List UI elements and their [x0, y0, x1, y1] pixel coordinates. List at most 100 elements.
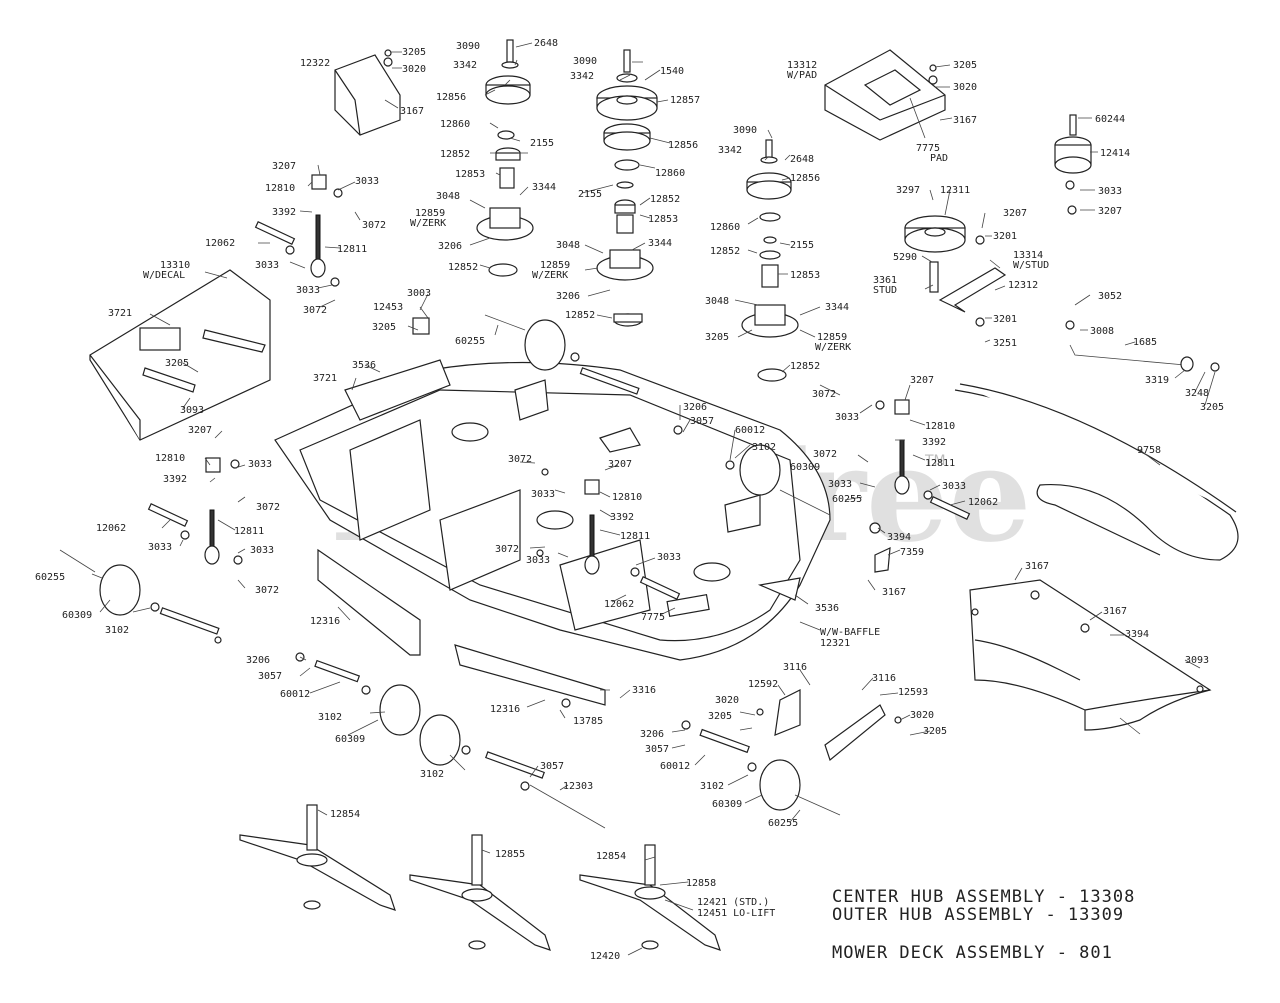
label-60309c: 60309: [335, 734, 365, 745]
label-3102d: 3102: [420, 769, 444, 780]
label-60255: 60255: [455, 336, 485, 347]
label-3207e: 3207: [608, 459, 632, 470]
label-w-zerk-c: W/ZERK: [815, 342, 851, 353]
label-12811: 12811: [337, 244, 367, 255]
label-3057d: 3057: [645, 744, 669, 755]
label-3201: 3201: [993, 231, 1017, 242]
label-12858: 12858: [686, 878, 716, 889]
label-12860: 12860: [440, 119, 470, 130]
label-5290: 5290: [893, 252, 917, 263]
bolts: [59, 221, 971, 829]
label-3167: 3167: [400, 106, 424, 117]
label-7359: 7359: [900, 547, 924, 558]
label-3072d: 3072: [813, 449, 837, 460]
label-w-w-baffle: 12321: [820, 638, 850, 649]
label-3392d: 3392: [163, 474, 187, 485]
label-3205d: 3205: [1200, 402, 1224, 413]
label-3048c: 3048: [705, 296, 729, 307]
label-3057b: 3057: [258, 671, 282, 682]
label-12852d: 12852: [565, 310, 595, 321]
label-12852e: 12852: [710, 246, 740, 257]
label-3205c: 3205: [953, 60, 977, 71]
label-13314: 13314: [1013, 250, 1043, 261]
label-3102c: 3102: [318, 712, 342, 723]
label-12860c: 12860: [710, 222, 740, 233]
right-hub-stack: [741, 139, 799, 382]
label-12062: 12062: [205, 238, 235, 249]
label-60244: 60244: [1095, 114, 1125, 125]
label-3033g: 3033: [942, 481, 966, 492]
label-3072e: 3072: [508, 454, 532, 465]
label-3033f: 3033: [828, 479, 852, 490]
label-3394b: 3394: [1125, 629, 1149, 640]
label-2648b: 2648: [790, 154, 814, 165]
label-3205h: 3205: [923, 726, 947, 737]
label-13785: W/W-BAFFLE: [820, 627, 880, 638]
label-2648: 2648: [534, 38, 558, 49]
label-12852b: 12852: [448, 262, 478, 273]
label-3003: 3003: [407, 288, 431, 299]
hardware: [150, 49, 1220, 791]
label-12852c: 12852: [650, 194, 680, 205]
label-3206d: 3206: [246, 655, 270, 666]
label-3342b: 3342: [570, 71, 594, 82]
blades: [239, 804, 721, 951]
label-3033b: 3033: [355, 176, 379, 187]
label-12811b: 12811: [925, 458, 955, 469]
label-12856c: 12856: [790, 173, 820, 184]
label-60255c: 60255: [35, 572, 65, 583]
label-60309d: 60309: [712, 799, 742, 810]
label-12420: 12420: [590, 951, 620, 962]
label-3201b: 3201: [993, 314, 1017, 325]
label-60255d: 60255: [768, 818, 798, 829]
label-3167b: 3167: [953, 115, 977, 126]
label-12853c: 12853: [790, 270, 820, 281]
label-3205g: 3205: [708, 711, 732, 722]
label-3072b: 3072: [303, 305, 327, 316]
label-2155c: 2155: [790, 240, 814, 251]
label-3205: 3205: [402, 47, 426, 58]
label-3167c: 3167: [882, 587, 906, 598]
label-12856b: 12856: [668, 140, 698, 151]
label-3206b: 3206: [556, 291, 580, 302]
label-12856: 12856: [436, 92, 466, 103]
mower-deck: [274, 359, 831, 661]
label-3344b: 3344: [648, 238, 672, 249]
label-3033d: 3033: [296, 285, 320, 296]
label-3394: 3394: [887, 532, 911, 543]
label-w-zerk-b: W/ZERK: [532, 270, 568, 281]
label-12810d: 12810: [155, 453, 185, 464]
label-7775: 7775: [916, 143, 940, 154]
label-3072g: 3072: [256, 502, 280, 513]
label-12062d: 12062: [96, 523, 126, 534]
belt-cover-12322: [334, 54, 401, 136]
label-12316b: 12316: [490, 704, 520, 715]
title-mower-deck: MOWER DECK ASSEMBLY - 801: [832, 943, 1113, 963]
label-12857: 12857: [670, 95, 700, 106]
label-12811c: 12811: [620, 531, 650, 542]
label-60255b: 60255: [832, 494, 862, 505]
label-12855: 12855: [495, 849, 525, 860]
label-12062b: 12062: [968, 497, 998, 508]
baffle-12321: [969, 579, 1212, 731]
label-3536b: 3536: [815, 603, 839, 614]
label-12451: 12451 LO-LIFT: [697, 908, 775, 919]
label-3020d: 3020: [910, 710, 934, 721]
label-3102e: 3102: [700, 781, 724, 792]
label-2155: 2155: [530, 138, 554, 149]
label-3319: 3319: [1145, 375, 1169, 386]
label-3206c: 3206: [683, 402, 707, 413]
label-3207d: 3207: [910, 375, 934, 386]
label-12853b: 12853: [648, 214, 678, 225]
label-3102: 3102: [752, 442, 776, 453]
label-stud: STUD: [873, 285, 897, 296]
label-3090c: 3090: [733, 125, 757, 136]
watermark-tm: TM: [924, 453, 946, 469]
label-w-stud: W/STUD: [1013, 260, 1049, 271]
title-outer-hub: OUTER HUB ASSEMBLY - 13309: [832, 905, 1124, 925]
label-12592: 12592: [748, 679, 778, 690]
label-60309: 60309: [790, 462, 820, 473]
label-1540: 1540: [660, 66, 684, 77]
label-12811d: 12811: [234, 526, 264, 537]
label-pad: PAD: [930, 153, 948, 164]
